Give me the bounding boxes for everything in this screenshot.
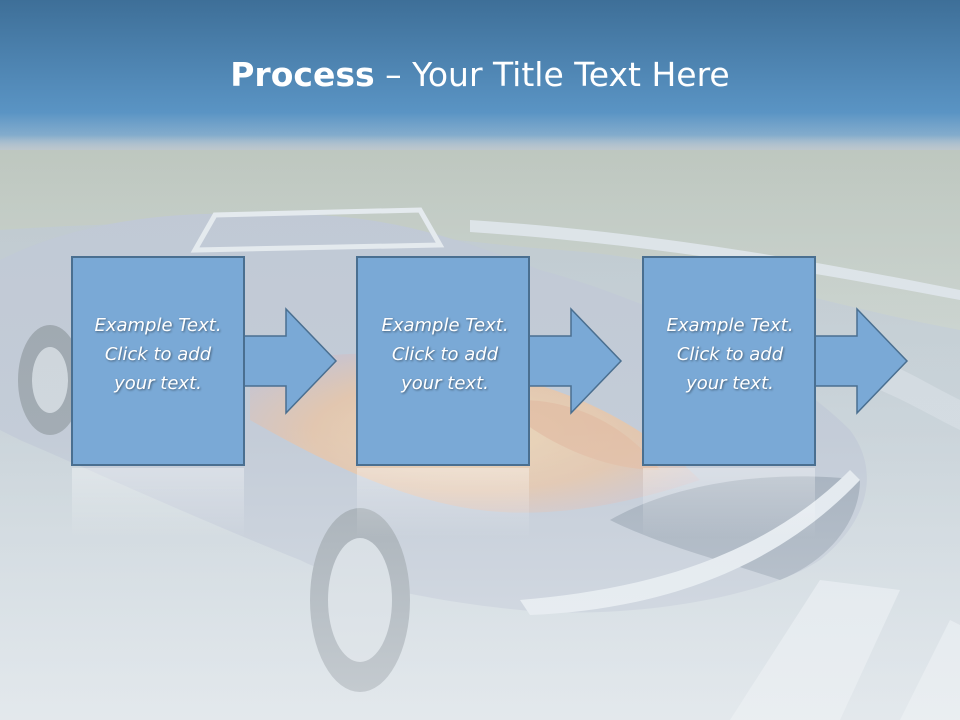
process-step-3[interactable]: [642, 256, 909, 466]
step-arrow-1: [239, 307, 338, 415]
step-text-1[interactable]: Example Text. Click to add your text.: [94, 315, 222, 394]
reflections: [72, 468, 815, 538]
step-text-3[interactable]: Example Text. Click to add your text.: [666, 315, 794, 394]
page-title[interactable]: Process – Your Title Text Here: [0, 52, 960, 98]
title-band: [0, 0, 960, 150]
step-text-2[interactable]: Example Text. Click to add your text.: [381, 315, 509, 394]
step-arrow-3: [810, 307, 909, 415]
step-arrow-2: [524, 307, 623, 415]
step-box-3: [642, 256, 816, 466]
step-box-2: [356, 256, 530, 466]
step-box-1: [71, 256, 245, 466]
title-dash: –: [374, 55, 413, 94]
title-rest: Your Title Text Here: [412, 55, 730, 94]
title-bold-part: Process: [230, 55, 375, 94]
process-step-2[interactable]: [356, 256, 623, 466]
process-step-1[interactable]: [71, 256, 338, 466]
